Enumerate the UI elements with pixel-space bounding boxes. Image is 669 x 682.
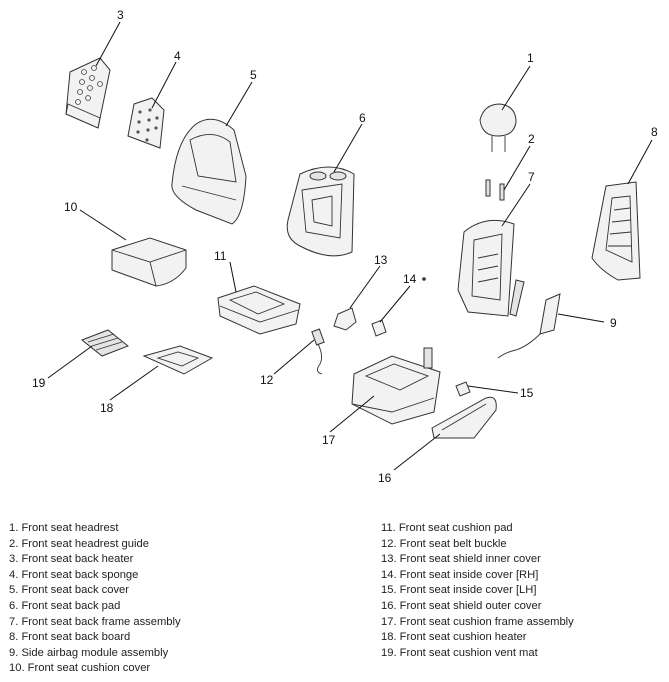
legend-item: 19. Front seat cushion vent mat [381,646,538,659]
legend-item: 10. Front seat cushion cover [9,662,151,675]
part-3-back-heater [65,57,111,129]
legend-item: 7. Front seat back frame assembly [9,615,181,628]
callout-17: 17 [322,433,336,447]
legend-item: 16. Front seat shield outer cover [381,599,542,612]
part-19-vent-mat [81,329,129,357]
legend-left-column: 1. Front seat headrest 2. Front seat hea… [9,521,339,677]
callout-6: 6 [359,111,366,125]
legend-item: 4. Front seat back sponge [9,568,139,581]
leader-lines [47,21,653,471]
callout-2: 2 [528,132,535,146]
legend-item: 3. Front seat back heater [9,553,134,566]
callout-13: 13 [374,253,388,267]
callout-19: 19 [32,376,46,390]
part-13-shield-inner [333,307,357,331]
part-10-cushion-cover [111,237,187,287]
legend-item: 11. Front seat cushion pad [381,522,513,534]
callout-10: 10 [64,200,78,214]
part-14-inside-cover-rh [371,277,426,337]
callout-numbers: 3 4 5 6 1 2 7 8 9 10 11 12 13 14 15 16 1… [32,8,658,485]
legend-item: 13. Front seat shield inner cover [381,553,541,566]
part-12-belt-buckle [311,328,325,375]
callout-9: 9 [610,316,617,330]
legend-item: 15. Front seat inside cover [LH] [381,584,537,597]
callout-12: 12 [260,373,274,387]
part-18-cushion-heater [142,345,214,375]
part-2-headrest-guide [485,179,505,201]
legend-item: 5. Front seat back cover [9,584,130,597]
legend-right-column: 11. Front seat cushion pad 12. Front sea… [381,521,666,661]
part-15-inside-cover-lh [455,381,471,397]
legend-item: 8. Front seat back board [9,631,131,644]
legend-item: 9. Side airbag module assembly [9,646,169,659]
part-17-cushion-frame [351,347,441,425]
part-6-back-pad [286,166,355,257]
callout-15: 15 [520,386,534,400]
exploded-seat-diagram: 3 4 5 6 1 2 7 8 9 10 11 12 13 14 15 16 1… [32,8,658,485]
callout-4: 4 [174,49,181,63]
legend-item: 6. Front seat back pad [9,599,121,612]
legend-item: 18. Front seat cushion heater [381,631,527,644]
callout-18: 18 [100,401,114,415]
part-9-side-airbag [497,293,561,359]
part-8-back-board [591,181,641,281]
part-1-headrest [479,103,517,152]
callout-16: 16 [378,471,392,485]
callout-7: 7 [528,170,535,184]
callout-5: 5 [250,68,257,82]
legend-item: 2. Front seat headrest guide [9,537,149,550]
callout-11: 11 [214,249,227,263]
legend-item: 17. Front seat cushion frame assembly [381,615,574,628]
part-4-back-sponge [127,97,165,149]
callout-3: 3 [117,8,124,22]
callout-1: 1 [527,51,534,65]
legend-item: 14. Front seat inside cover [RH] [381,568,539,581]
callout-8: 8 [651,125,658,139]
part-16-shield-outer [431,396,497,439]
part-11-cushion-pad [217,285,301,335]
part-7-back-frame [457,219,525,317]
part-5-back-cover [171,118,247,225]
legend-item: 12. Front seat belt buckle [381,537,507,550]
callout-14: 14 [403,272,417,286]
legend-item: 1. Front seat headrest [9,522,119,534]
